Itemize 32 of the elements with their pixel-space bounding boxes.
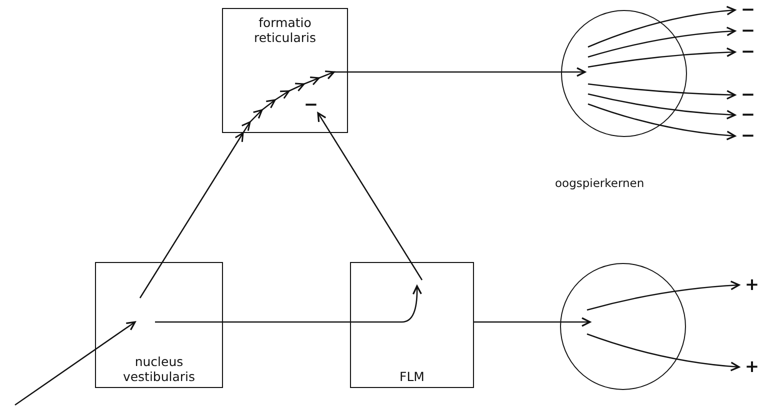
arrow bbox=[586, 333, 740, 372]
box-label: formatio reticularis bbox=[253, 15, 317, 45]
arrow bbox=[586, 280, 740, 311]
box-label: FLM bbox=[400, 369, 424, 384]
nucleus-box bbox=[222, 8, 348, 133]
arrow bbox=[14, 321, 136, 406]
arrow bbox=[588, 103, 736, 140]
arrow bbox=[334, 67, 586, 77]
arrow bbox=[474, 317, 591, 327]
arrow bbox=[588, 48, 736, 68]
arrow bbox=[317, 112, 423, 280]
plus-sign: + bbox=[744, 360, 760, 374]
minus-sign: − bbox=[740, 108, 756, 122]
arrow bbox=[588, 6, 736, 48]
minus-sign: − bbox=[740, 24, 756, 38]
arrow bbox=[155, 285, 422, 323]
nucleus-box bbox=[350, 262, 474, 388]
nucleus-circle bbox=[560, 263, 686, 390]
minus-sign: − bbox=[740, 45, 756, 59]
caption-text: oogspierkernen bbox=[555, 176, 644, 190]
minus-sign: − bbox=[303, 98, 319, 112]
nucleus-circle bbox=[561, 10, 687, 137]
arrow bbox=[588, 83, 736, 100]
minus-sign: − bbox=[740, 129, 756, 143]
plus-sign: + bbox=[744, 278, 760, 292]
box-label: nucleus vestibularis bbox=[122, 354, 196, 384]
nucleus-box bbox=[95, 262, 223, 388]
minus-sign: − bbox=[740, 88, 756, 102]
arrow bbox=[588, 93, 736, 120]
minus-sign: − bbox=[740, 3, 756, 17]
arrow bbox=[139, 70, 336, 298]
arrow bbox=[588, 26, 736, 58]
